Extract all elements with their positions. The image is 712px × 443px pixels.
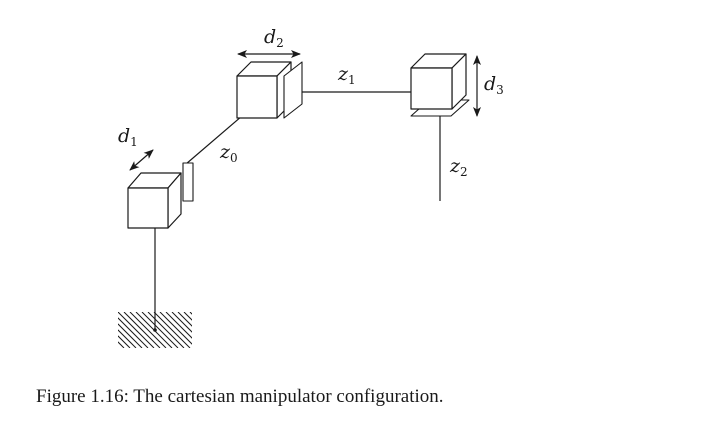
label-z0: z0: [219, 141, 238, 165]
d1-motion-arrow: [129, 149, 154, 171]
ground-hatch: [118, 312, 192, 348]
joint-block-1: [127, 162, 194, 229]
label-d3: d3: [484, 73, 504, 97]
base-pivot: [153, 328, 157, 332]
label-d2: d2: [264, 26, 284, 50]
joint-2-guide-plate: [283, 61, 303, 119]
label-z2: z2: [449, 155, 468, 179]
joint-block-2: [236, 61, 303, 119]
figure-caption: Figure 1.16: The cartesian manipulator c…: [36, 386, 444, 407]
joint-block-3: [410, 53, 470, 117]
joint-1-guide-plate: [182, 162, 194, 202]
label-z1: z1: [337, 63, 356, 87]
label-d1: d1: [118, 125, 138, 149]
